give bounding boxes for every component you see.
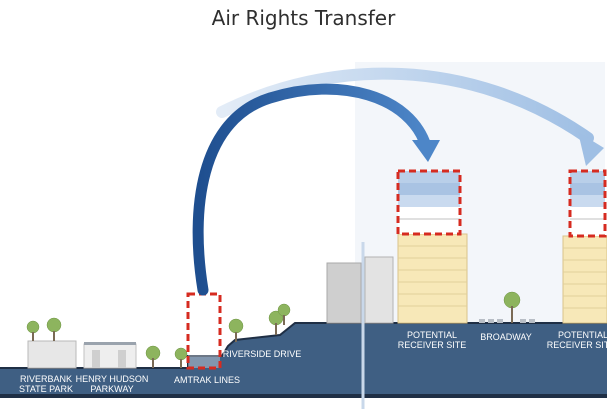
transfer-arrow-dark — [192, 83, 440, 296]
diagram-title: Air Rights Transfer — [211, 6, 396, 30]
label-riverbank-2: STATE PARK — [19, 384, 73, 394]
label-receiver1-2: RECEIVER SITE — [398, 340, 467, 350]
parkway-deck — [84, 342, 136, 345]
label-broadway: BROADWAY — [480, 332, 532, 342]
ground-profile-line — [0, 322, 607, 369]
receiver-tower-2 — [562, 169, 607, 324]
label-riverbank-1: RIVERBANK — [20, 374, 72, 384]
ground-base-line — [0, 394, 607, 398]
label-receiver2-2: RECEIVER SITE — [547, 340, 607, 350]
transfer-outline — [396, 169, 462, 236]
label-henry-1: HENRY HUDSON — [76, 374, 149, 384]
receiver-tower-1 — [396, 169, 468, 324]
label-receiver1-1: POTENTIAL — [407, 330, 457, 340]
amtrak-air-rights-envelope — [186, 292, 222, 370]
ground-section — [0, 323, 607, 398]
tree-icon — [26, 291, 521, 368]
transfer-outline — [568, 169, 607, 238]
street-furniture — [479, 319, 535, 323]
riverbank-structure — [27, 340, 77, 369]
existing-building — [364, 256, 394, 324]
parkway-structure — [83, 343, 137, 369]
existing-building — [326, 262, 362, 324]
label-henry-2: PARKWAY — [90, 384, 133, 394]
label-amtrak: AMTRAK LINES — [174, 375, 240, 385]
label-receiver2-1: POTENTIAL — [558, 330, 607, 340]
label-riverside: RIVERSIDE DRIVE — [223, 349, 302, 359]
